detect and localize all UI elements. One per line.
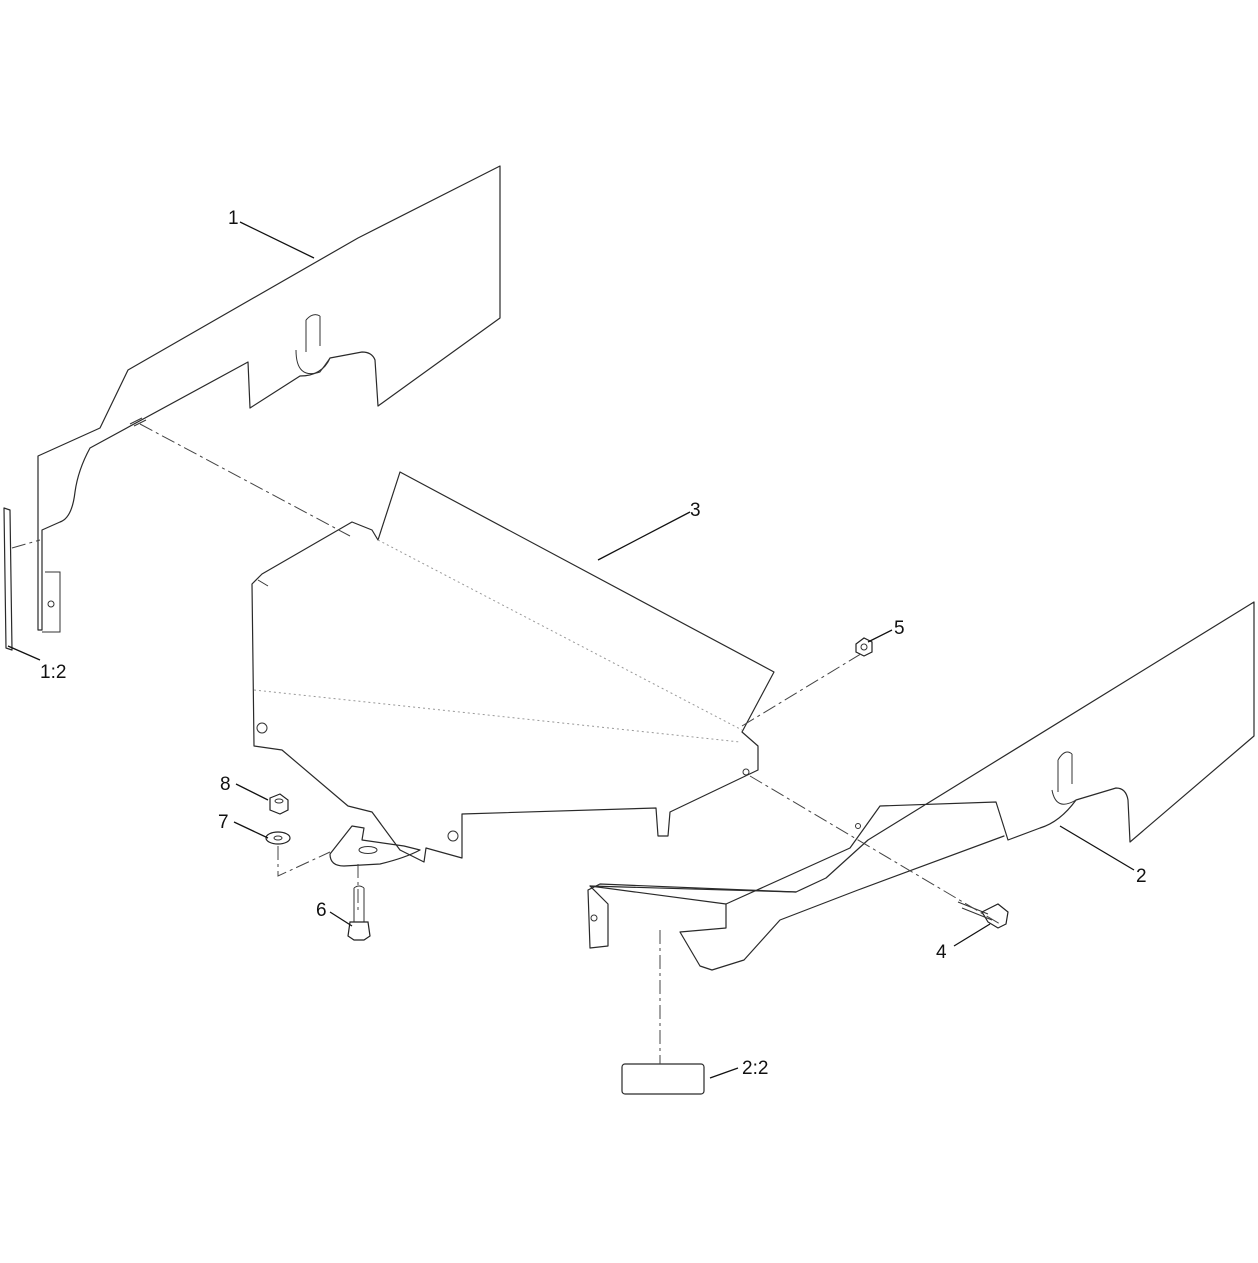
callout-7: 7	[218, 812, 229, 833]
callout-1-2: 1:2	[40, 662, 66, 683]
part-1-2-decal	[3, 507, 13, 651]
callout-3: 3	[690, 500, 701, 521]
part-2-2-decal	[621, 1063, 705, 1095]
callout-5: 5	[894, 618, 905, 639]
part-6-bolt	[347, 885, 371, 941]
part-2-right-shield	[587, 601, 1255, 971]
callout-labels: 1 1:2 2 2:2 3 4 5 6 7 8	[40, 208, 1147, 1079]
callout-2: 2	[1136, 866, 1147, 887]
callout-2-2: 2:2	[742, 1058, 768, 1079]
assembly-lines	[11, 423, 1001, 1064]
part-7-washer	[265, 831, 291, 845]
part-3-bracket	[329, 825, 421, 867]
leader-lines	[7, 221, 1135, 1079]
part-5-nut	[855, 637, 873, 657]
part-8-nut	[269, 793, 289, 815]
callout-4: 4	[936, 942, 947, 963]
callout-8: 8	[220, 774, 231, 795]
part-3-center-cover	[251, 471, 775, 863]
part-4-bolt	[957, 901, 1009, 929]
part-1-left-shield	[37, 165, 501, 633]
callout-6: 6	[316, 900, 327, 921]
callout-1: 1	[228, 208, 239, 229]
